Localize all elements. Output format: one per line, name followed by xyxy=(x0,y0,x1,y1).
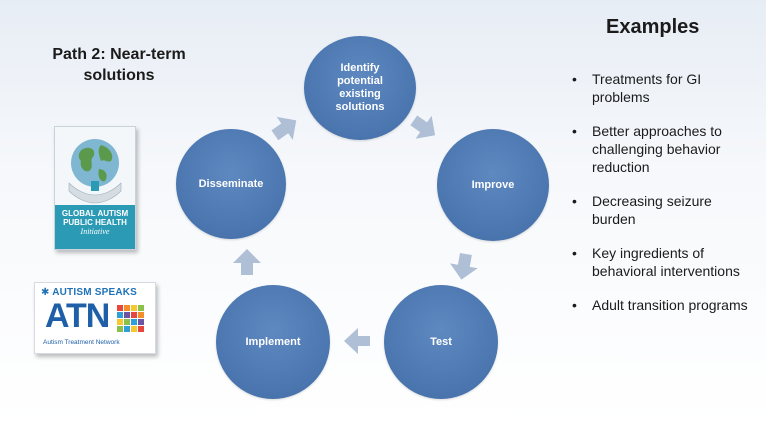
list-item: Better approaches to challenging behavio… xyxy=(568,122,758,176)
puzzle-piece-icon: ✱ xyxy=(41,287,50,298)
step-test-label: Test xyxy=(430,335,452,348)
path-title-line1: Path 2: Near-term xyxy=(52,46,186,63)
list-item: Key ingredients of behavioral interventi… xyxy=(568,244,758,280)
step-identify-label: Identify potential existing solutions xyxy=(335,62,385,113)
atn-logo-subtitle: Autism Treatment Network xyxy=(43,339,120,346)
examples-list: Treatments for GI problems Better approa… xyxy=(568,70,758,330)
examples-title: Examples xyxy=(606,16,700,38)
gaph-logo-line2: PUBLIC HEALTH xyxy=(63,218,127,227)
step-implement-label: Implement xyxy=(245,335,301,348)
gaph-logo-line3: Initiative xyxy=(80,227,110,236)
path-title-line2: solutions xyxy=(83,67,155,84)
gaph-logo-band: GLOBAL AUTISM PUBLIC HEALTH Initiative xyxy=(55,205,135,249)
arrow-test-to-implement-icon xyxy=(344,328,370,354)
arrow-improve-to-test-icon xyxy=(450,252,478,280)
step-disseminate: Disseminate xyxy=(176,129,286,239)
list-item: Decreasing seizure burden xyxy=(568,192,758,228)
list-item: Adult transition programs xyxy=(568,296,758,314)
color-grid-icon xyxy=(117,305,144,332)
arrow-identify-to-improve-icon xyxy=(410,115,436,139)
atn-logo-acronym: ATN xyxy=(45,297,110,335)
list-item: Treatments for GI problems xyxy=(568,70,758,106)
globe-hands-icon xyxy=(68,139,122,204)
arrow-implement-to-disseminate-icon xyxy=(233,249,261,275)
step-implement: Implement xyxy=(216,285,330,399)
step-improve-label: Improve xyxy=(471,178,515,191)
arrow-disseminate-to-identify-icon xyxy=(271,116,297,141)
step-identify: Identify potential existing solutions xyxy=(304,36,416,140)
atn-logo-brand: ✱ AUTISM SPEAKS xyxy=(41,287,138,298)
gaph-logo-line1: GLOBAL AUTISM xyxy=(61,209,129,218)
atn-logo: ✱ AUTISM SPEAKS ATN Autism Treatment Net… xyxy=(34,282,156,354)
path-title: Path 2: Near-term solutions xyxy=(24,44,214,86)
step-disseminate-label: Disseminate xyxy=(198,177,264,190)
gaph-logo: GLOBAL AUTISM PUBLIC HEALTH Initiative xyxy=(54,126,136,250)
step-improve: Improve xyxy=(437,129,549,241)
step-test: Test xyxy=(384,285,498,399)
